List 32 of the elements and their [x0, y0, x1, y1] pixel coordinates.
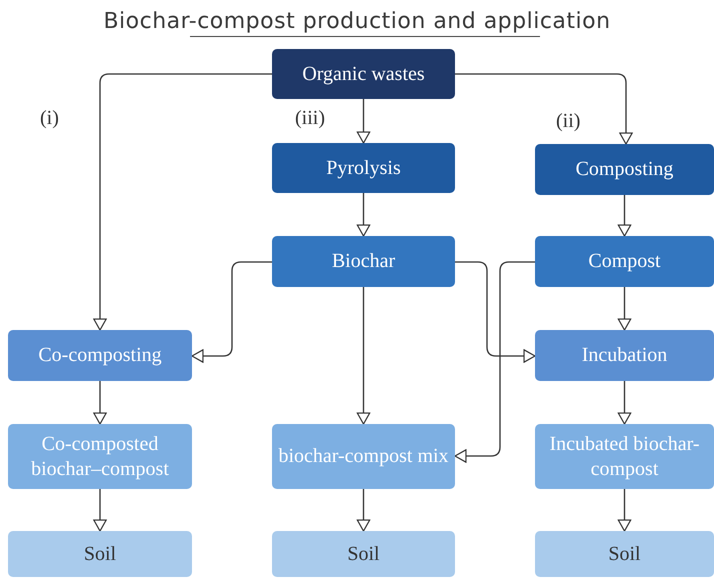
- path-label: (iii): [295, 106, 325, 130]
- process-box: Incubation: [535, 330, 714, 381]
- process-box: Co-composting: [8, 330, 192, 381]
- arrow: [93, 381, 107, 425]
- path-label: (ii): [556, 109, 580, 133]
- arrow: [618, 287, 632, 331]
- arrow: [191, 261, 272, 363]
- process-box: Soil: [535, 531, 714, 577]
- diagram-title: Biochar-compost production and application: [103, 8, 611, 36]
- arrow: [618, 381, 632, 425]
- arrow: [618, 489, 632, 532]
- arrow: [356, 193, 370, 237]
- arrow: [455, 73, 633, 145]
- arrow: [356, 287, 370, 425]
- process-box: Organic wastes: [272, 49, 455, 99]
- arrow: [93, 489, 107, 532]
- arrow: [454, 261, 535, 463]
- arrow: [93, 73, 272, 331]
- process-box: Soil: [8, 531, 192, 577]
- arrow: [356, 99, 370, 144]
- process-box: Pyrolysis: [272, 143, 455, 193]
- arrow: [455, 261, 536, 363]
- process-box: biochar-compost mix: [272, 424, 455, 489]
- arrow: [356, 489, 370, 532]
- process-box: Biochar: [272, 236, 455, 287]
- arrow: [618, 195, 632, 237]
- process-box: Composting: [535, 144, 714, 195]
- path-label: (i): [40, 106, 59, 130]
- process-box: Incubated biochar-compost: [535, 424, 714, 489]
- process-box: Compost: [535, 236, 714, 287]
- process-box: Co-composted biochar–compost: [8, 424, 192, 489]
- process-box: Soil: [272, 531, 455, 577]
